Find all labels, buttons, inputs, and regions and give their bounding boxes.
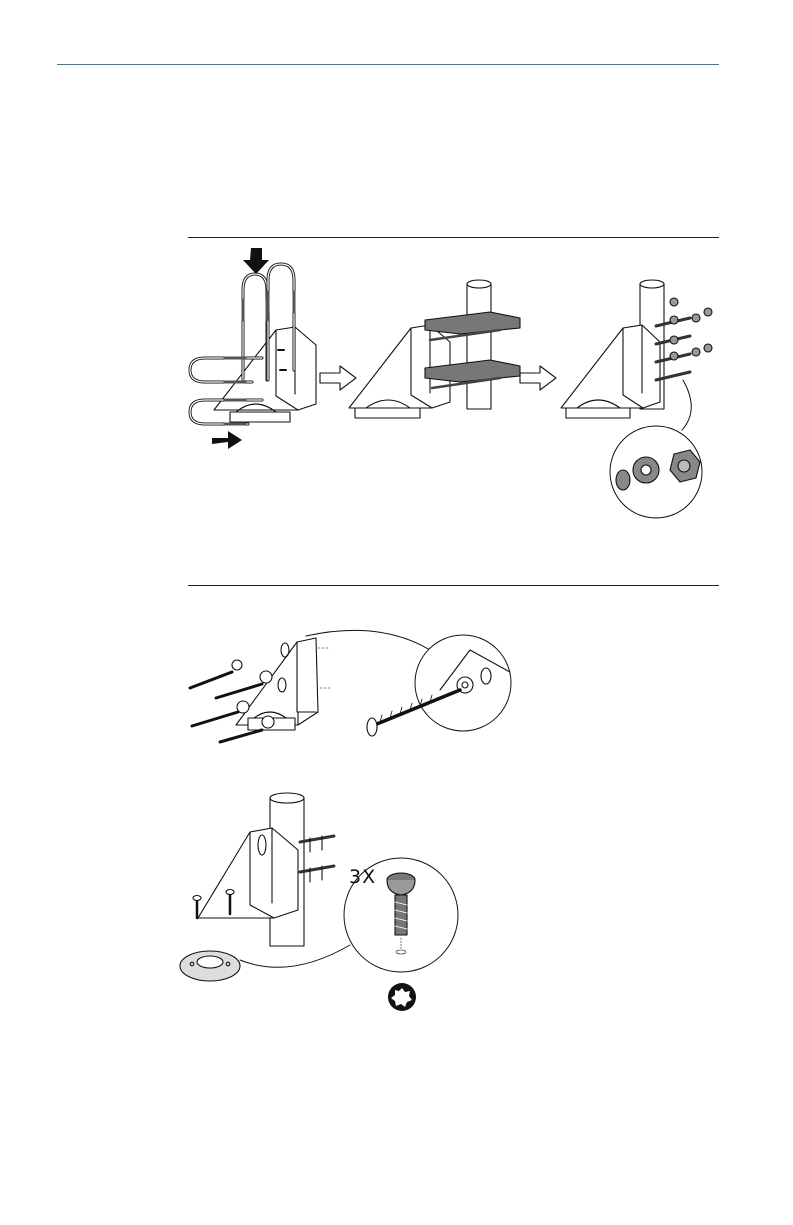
wood-screw-callout <box>367 635 511 736</box>
torx-icon <box>388 983 416 1011</box>
figure-ubolt-bracket <box>190 248 316 449</box>
figure-bracket-on-pole <box>349 280 520 418</box>
step-arrow-1 <box>320 366 356 390</box>
step-arrow-2 <box>520 366 556 390</box>
figure-bracket-fastened <box>561 280 712 418</box>
figure-pole-top-mount <box>180 793 350 981</box>
quantity-label: 3X <box>349 866 376 888</box>
figure-wall-mount <box>190 630 430 742</box>
